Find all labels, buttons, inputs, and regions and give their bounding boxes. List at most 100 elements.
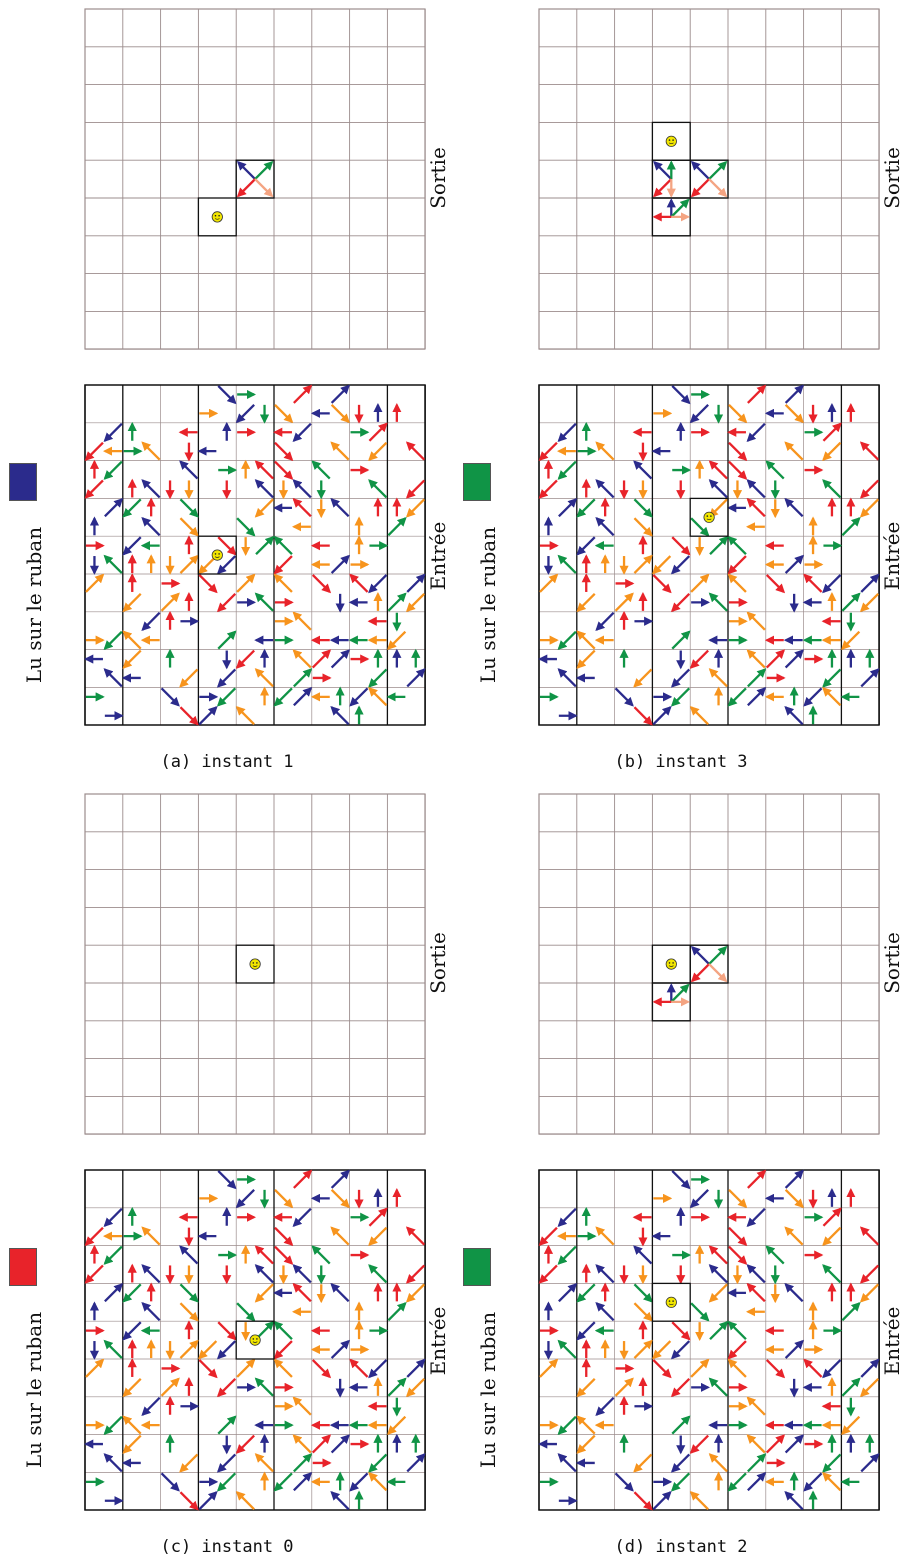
tape-arrow [199,1492,216,1509]
tape-arrow [748,1171,765,1188]
tape-arrow [351,688,368,705]
input-label: Entrée [426,522,450,591]
tape-arrow [842,1379,859,1396]
tape-arrow [407,669,424,686]
tape-arrow [105,1341,122,1358]
tape-arrow [540,1265,557,1282]
tape-arrow [748,1265,765,1282]
tape-arrow [767,1247,784,1264]
tape-arrow [559,1341,576,1358]
output-arrow [692,964,709,981]
tape-arrow [691,1190,708,1207]
tape-arrow [710,462,727,479]
tape-arrow [672,1171,689,1188]
tape-arrow [748,1473,765,1490]
output-grid-lines [539,9,879,349]
tape-arrow [369,1454,386,1471]
agent-smiley-icon [212,212,222,222]
tape-arrow [294,669,311,686]
tape-arrow [237,518,254,535]
tape-arrow [823,1209,840,1226]
panel-b: Sortie Entrée Lu sur le ruban (b) instan… [454,0,908,780]
tape-arrow [180,518,197,535]
tape-arrow [237,1492,254,1509]
tape-arrow [786,386,803,403]
panel-caption: (b) instant 3 [614,752,747,772]
tape-arrow [786,1284,803,1301]
tape-arrow [861,1265,878,1282]
tape-arrow [559,1417,576,1434]
tape-arrow [369,1473,386,1490]
tape-arrow [823,669,840,686]
tape-arrow [729,537,746,554]
tape-arrow [823,443,840,460]
output-label: Sortie [426,147,450,209]
tape-arrow [786,499,803,516]
tape-arrow [634,1454,651,1471]
tape-arrow [124,594,141,611]
tape-arrow [105,669,122,686]
tape-arrow [578,632,595,649]
tape-arrow [86,575,103,592]
tape-arrow [218,594,235,611]
tape-arrow [691,405,708,422]
output-arrow [654,179,671,196]
tape-arrow [559,1454,576,1471]
tape-arrow [332,1171,349,1188]
tape-arrow [691,1360,708,1377]
tape-arrow [199,1341,216,1358]
tape-arrow [823,1454,840,1471]
tape-arrow [143,1303,160,1320]
tape-arrow [729,1341,746,1358]
tape-arrow [369,575,386,592]
tape-arrow [710,480,727,497]
tape-arrow [332,1492,349,1509]
tape-arrow [407,1379,424,1396]
tape-arrow [143,1398,160,1415]
agent-smiley-icon [704,512,714,522]
tape-arrow [729,556,746,573]
tape-arrow [199,575,216,592]
tape-arrow [180,556,197,573]
tape-arrow [672,1341,689,1358]
tape-arrow [653,707,670,724]
tape-arrow [180,462,197,479]
panel-a: Sortie Entrée Lu sur le ruban (a) instan… [0,0,454,780]
tape-arrow [748,1209,765,1226]
tape-arrow [180,1247,197,1264]
tape-arrow [294,1436,311,1453]
output-arrow [692,179,709,196]
tape-arrow [597,518,614,535]
tape-arrow [710,1379,727,1396]
tape-arrow [86,443,103,460]
tape-arrow [124,1284,141,1301]
tape-arrow [597,480,614,497]
tape-arrow [729,443,746,460]
tape-arrow [275,1473,292,1490]
tape-arrow [294,1265,311,1282]
panel-caption: (c) instant 0 [160,1537,293,1557]
tape-arrow [672,386,689,403]
tape-arrow [861,499,878,516]
tape-arrow [616,688,633,705]
tape-arrow [672,1473,689,1490]
tape-arrow [597,1303,614,1320]
tape-arrow [540,1360,557,1377]
tape-arrow [275,556,292,573]
output-arrow [654,162,671,179]
tape-arrow [218,1322,235,1339]
tape-arrow [616,594,633,611]
tape-arrow [256,499,273,516]
tape-arrow [672,632,689,649]
tape-arrow [369,688,386,705]
tape-arrow [786,1228,803,1245]
output-grid-lines [85,9,425,349]
tape-arrow [767,1436,784,1453]
tape-arrow [559,669,576,686]
tape-arrow [653,1360,670,1377]
output-arrow [709,964,726,981]
tape-arrow [369,443,386,460]
agent-smiley-icon [666,959,676,969]
tape-arrow [786,1341,803,1358]
tape-arrow [388,518,405,535]
